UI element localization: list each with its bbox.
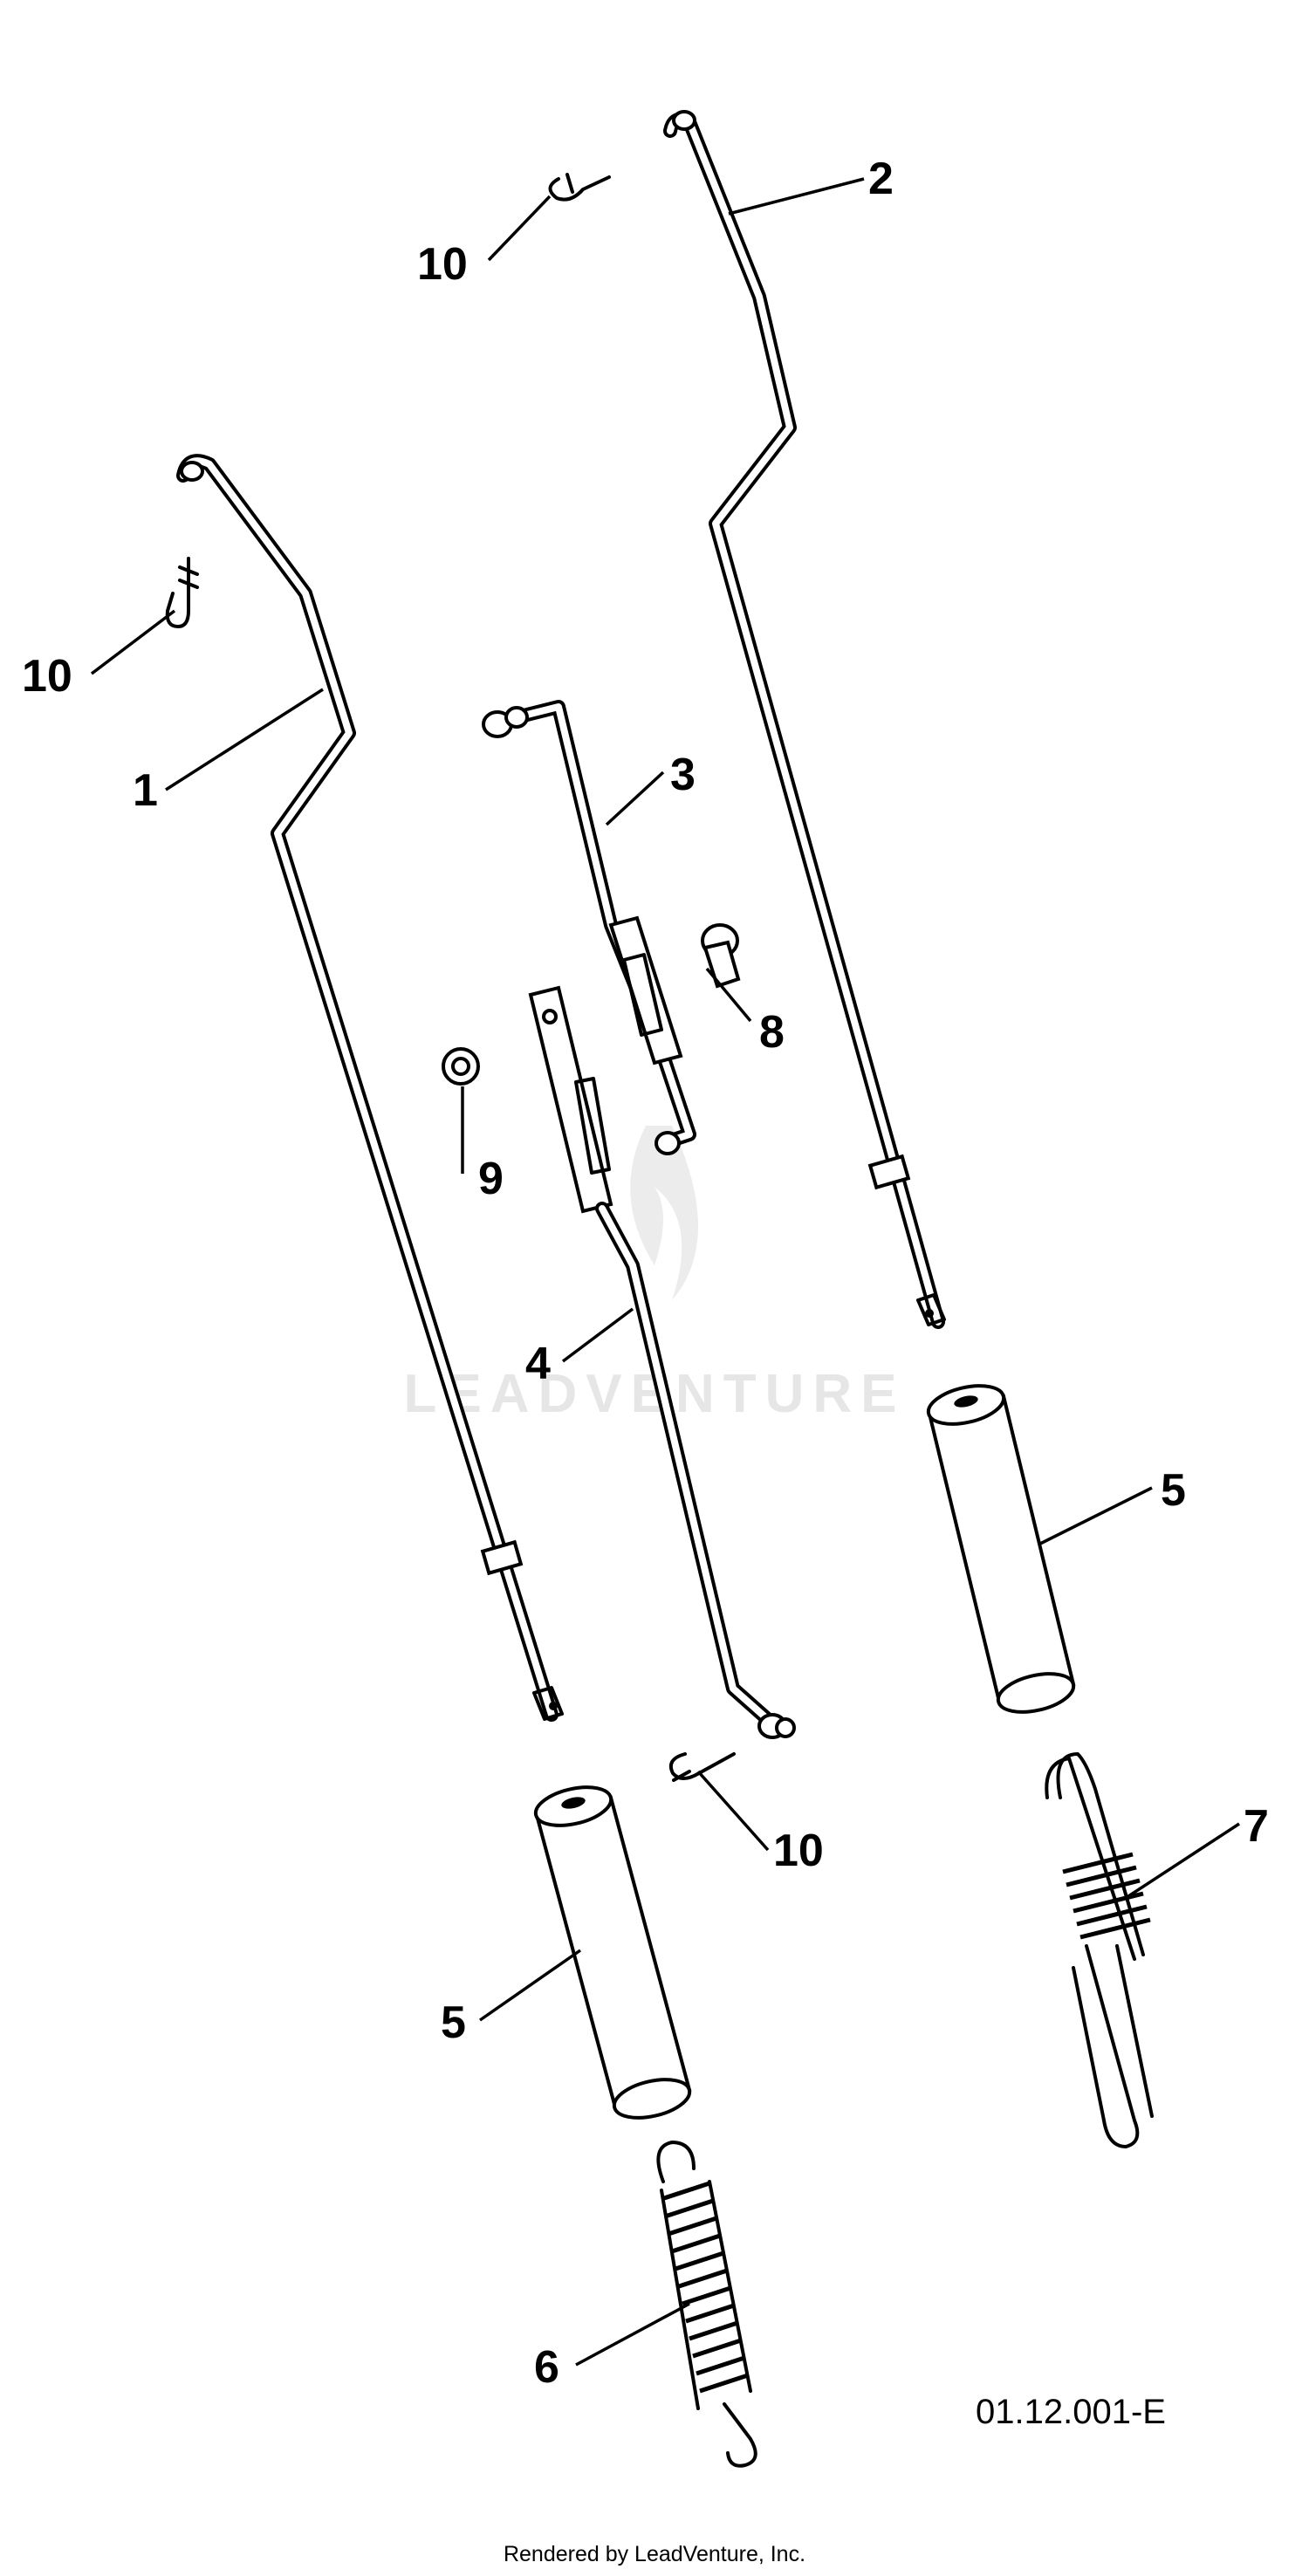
part-4-link[interactable]: [528, 985, 796, 1739]
part-10-clip-top[interactable]: [548, 173, 611, 202]
part-2-rod[interactable]: [663, 110, 946, 1329]
leader-lines: [90, 177, 1240, 2367]
watermark-text: LEADVENTURE: [403, 1364, 905, 1424]
callout-10-left: 10: [22, 651, 72, 702]
callout-labels: 10 2 10 1 3 8 9 4 5 10 7 5 6: [22, 154, 1269, 2393]
part-9-nut[interactable]: [442, 1047, 480, 1086]
part-6-spring[interactable]: [656, 2141, 757, 2468]
callout-7: 7: [1244, 1801, 1269, 1852]
part-1-rod[interactable]: [176, 454, 564, 1722]
callout-8: 8: [759, 1007, 785, 1058]
diagram-id-code: 01.12.001-E: [976, 2393, 1166, 2431]
callout-2: 2: [868, 154, 894, 204]
part-5-sleeve-lower[interactable]: [532, 1781, 694, 2125]
render-credit-footer: Rendered by LeadVenture, Inc.: [504, 2542, 805, 2566]
callout-4: 4: [525, 1339, 551, 1389]
callout-10-top: 10: [417, 239, 468, 290]
part-8-bolt[interactable]: [701, 923, 741, 989]
watermark: LEADVENTURE: [403, 1126, 905, 1424]
callout-1: 1: [133, 765, 158, 816]
part-5-sleeve-upper[interactable]: [925, 1380, 1078, 1719]
callout-9: 9: [478, 1154, 504, 1204]
part-10-clip-mid[interactable]: [668, 1752, 736, 1782]
part-3-link[interactable]: [482, 700, 696, 1155]
callout-5-upper: 5: [1161, 1465, 1186, 1516]
part-10-clip-left[interactable]: [165, 557, 199, 628]
callout-10-mid: 10: [773, 1826, 824, 1876]
watermark-flame-icon: [630, 1126, 698, 1300]
callout-5-lower: 5: [441, 1997, 466, 2048]
callout-6: 6: [534, 2342, 559, 2393]
callout-3: 3: [670, 750, 696, 800]
part-7-spring[interactable]: [1045, 1752, 1154, 2148]
